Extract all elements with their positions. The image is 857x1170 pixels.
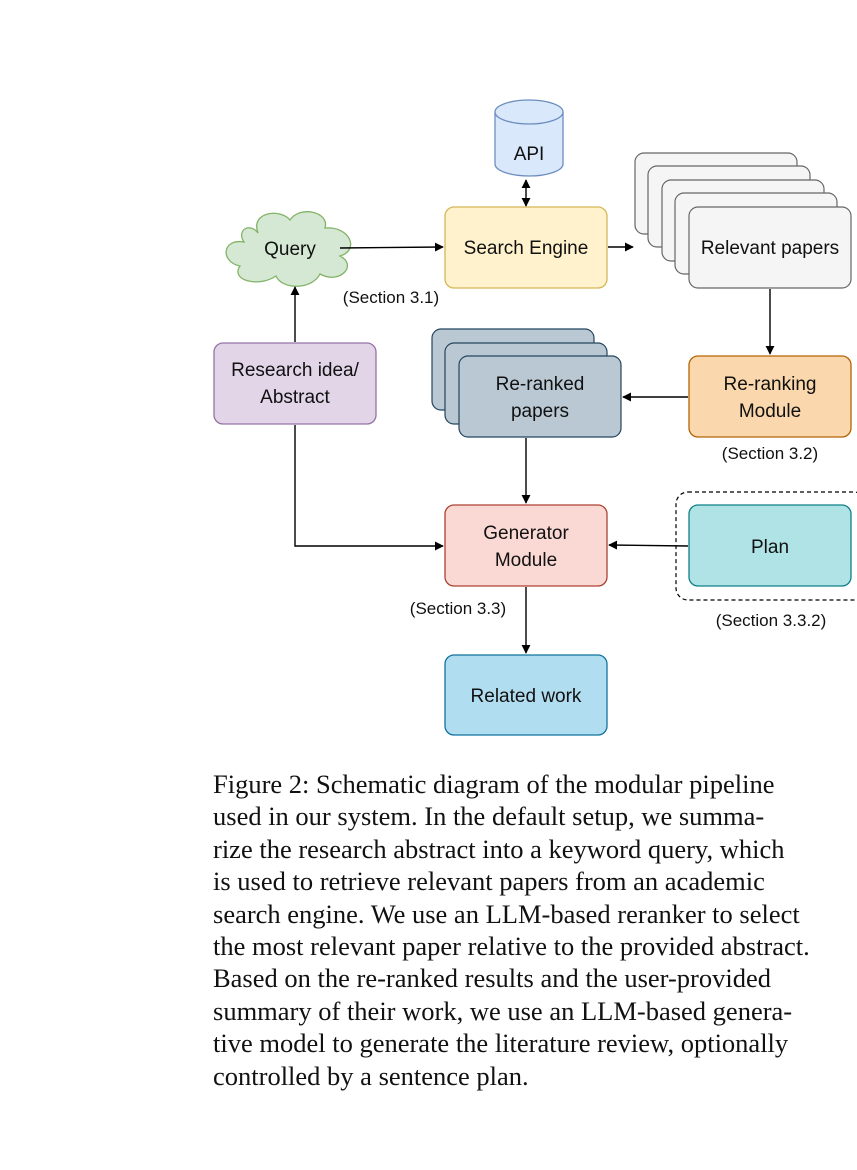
query-label: Query <box>264 239 316 260</box>
reranked-label-line2: papers <box>511 401 569 422</box>
search-engine-label: Search Engine <box>464 238 589 259</box>
caption-line: used in our system. In the default setup… <box>213 801 765 832</box>
section-3-3-label: (Section 3.3) <box>410 599 506 618</box>
related-work-label: Related work <box>471 686 582 707</box>
generator-label-line1: Generator <box>483 523 569 544</box>
reranking-label-line1: Re-ranking <box>724 374 817 395</box>
caption-line: tive model to generate the literature re… <box>213 1028 789 1059</box>
relevant-papers-label: Relevant papers <box>701 238 839 259</box>
relevant-papers-stack: Relevant papers <box>634 152 852 289</box>
caption-line: the most relevant paper relative to the … <box>213 931 810 962</box>
reranked-label-line1: Re-ranked <box>496 374 585 395</box>
section-3-2-label: (Section 3.2) <box>722 444 818 463</box>
edge-query-search-engine <box>339 242 444 252</box>
api-label: API <box>514 144 545 165</box>
plan-node: Plan <box>675 491 857 601</box>
caption-line: Based on the re-ranked results and the u… <box>213 963 771 994</box>
reranking-module-node: Re-ranking Module <box>688 355 852 438</box>
reranking-label-line2: Module <box>739 401 801 422</box>
edge-research-idea-generator <box>294 425 444 551</box>
query-cloud-node: Query <box>225 211 352 287</box>
caption-line: is used to retrieve relevant papers from… <box>213 866 765 897</box>
generator-label-line2: Module <box>495 550 557 571</box>
api-database-node: API <box>494 99 564 177</box>
plan-label: Plan <box>751 537 789 558</box>
caption-line: search engine. We use an LLM-based reran… <box>213 898 800 929</box>
caption-line: controlled by a sentence plan. <box>213 1060 529 1091</box>
pipeline-diagram: API Query Search Engine Relevant papers … <box>213 99 857 736</box>
research-idea-node: Research idea/ Abstract <box>213 342 377 425</box>
research-idea-label-line2: Abstract <box>260 387 330 408</box>
search-engine-node: Search Engine <box>444 206 608 289</box>
research-idea-label-line1: Research idea/ <box>231 360 360 381</box>
reranked-papers-stack: Re-ranked papers <box>431 328 622 438</box>
caption-line: rize the research abstract into a keywor… <box>213 833 785 864</box>
section-3-1-label: (Section 3.1) <box>343 288 439 307</box>
generator-module-node: Generator Module <box>444 504 608 587</box>
related-work-node: Related work <box>444 654 608 736</box>
section-3-3-2-label: (Section 3.3.2) <box>716 611 827 630</box>
caption-line: Figure 2: Schematic diagram of the modul… <box>213 769 775 799</box>
figure-caption: Figure 2: Schematic diagram of the modul… <box>213 768 857 1108</box>
edge-plan-generator <box>608 540 689 550</box>
caption-line: summary of their work, we use an LLM-bas… <box>213 995 793 1026</box>
